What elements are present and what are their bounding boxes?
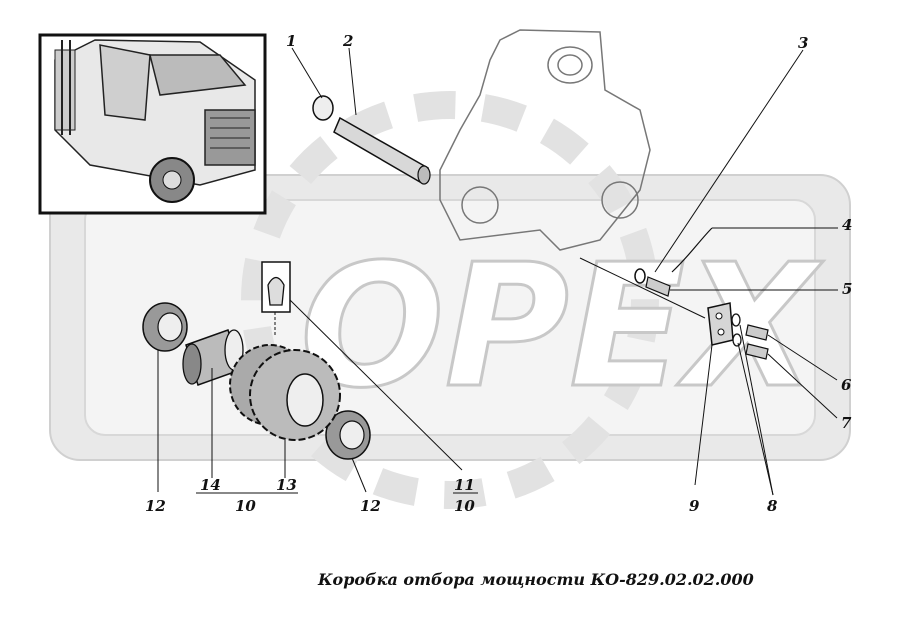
part-12-bearing-right <box>325 410 371 460</box>
callout-6: 6 <box>841 376 852 394</box>
part-5-bolt <box>634 268 671 297</box>
callout-5: 5 <box>842 280 852 298</box>
callout-12-right: 12 <box>360 497 381 515</box>
part-12-bearing-left <box>142 302 188 352</box>
part-13-gear-block <box>229 344 341 441</box>
callout-14: 14 <box>200 476 221 494</box>
callout-8: 8 <box>767 497 778 515</box>
part-9-plate <box>707 302 734 346</box>
part-14-bushing <box>182 329 244 386</box>
callout-9: 9 <box>689 497 700 515</box>
part-7-screw <box>745 343 769 360</box>
part-2-shaft <box>333 116 431 185</box>
part-8-washer <box>731 313 741 327</box>
callout-7: 7 <box>841 414 852 432</box>
part-6-screw <box>745 324 769 341</box>
callout-10-right: 10 <box>454 497 475 515</box>
watermark-text: OPEX <box>300 228 824 426</box>
callout-12-left: 12 <box>145 497 166 515</box>
part-11-pin <box>261 261 291 313</box>
callout-10-left: 10 <box>235 497 256 515</box>
part-8-washer <box>732 333 742 347</box>
callout-3: 3 <box>798 34 808 52</box>
truck-inset <box>38 33 267 215</box>
diagram-caption: Коробка отбора мощности КО-829.02.02.000 <box>318 570 754 589</box>
callout-11: 11 <box>454 476 475 494</box>
callout-13: 13 <box>276 476 297 494</box>
part-4-wire <box>671 227 713 273</box>
callouts: 1 2 3 4 5 6 7 8 9 10 10 11 12 12 13 14 <box>145 32 852 515</box>
callout-4: 4 <box>842 216 852 234</box>
part-1-plug <box>312 95 334 121</box>
pto-housing <box>439 29 651 251</box>
callout-1: 1 <box>286 32 296 50</box>
leader-lines <box>157 47 838 496</box>
callout-2: 2 <box>342 32 353 50</box>
